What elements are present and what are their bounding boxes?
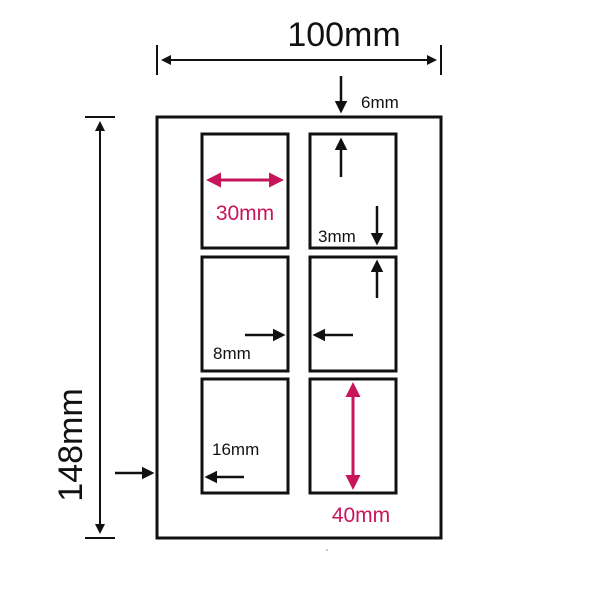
vertical-gap-dimension: 3mm [318, 206, 384, 298]
width-label: 100mm [287, 16, 400, 54]
label-height-label: 40mm [332, 504, 390, 527]
vertical-gap-label: 3mm [318, 227, 356, 246]
top-margin-dimension: 6mm [334, 76, 399, 177]
sheet-outline [155, 115, 443, 540]
label-r1-c2 [308, 132, 398, 250]
side-margin-dimension: 16mm [115, 440, 259, 484]
label-r3-c1 [200, 377, 290, 495]
height-dimension: 148mm [52, 116, 115, 539]
label-r2-c2 [308, 255, 398, 373]
side-margin-label: 16mm [212, 440, 259, 459]
height-label: 148mm [52, 388, 90, 501]
label-r2-c1 [200, 255, 290, 373]
label-width-dimension: 30mm [206, 172, 284, 225]
label-grid [200, 132, 398, 495]
stray-dot [326, 549, 328, 551]
label-height-dimension: 40mm [332, 382, 390, 527]
width-dimension: 100mm [156, 16, 442, 75]
horizontal-gap-label: 8mm [213, 344, 251, 363]
horizontal-gap-dimension: 8mm [213, 328, 353, 363]
label-width-label: 30mm [216, 202, 274, 225]
label-r3-c2 [308, 377, 398, 495]
top-margin-label: 6mm [361, 93, 399, 112]
label-r1-c1 [200, 132, 290, 250]
